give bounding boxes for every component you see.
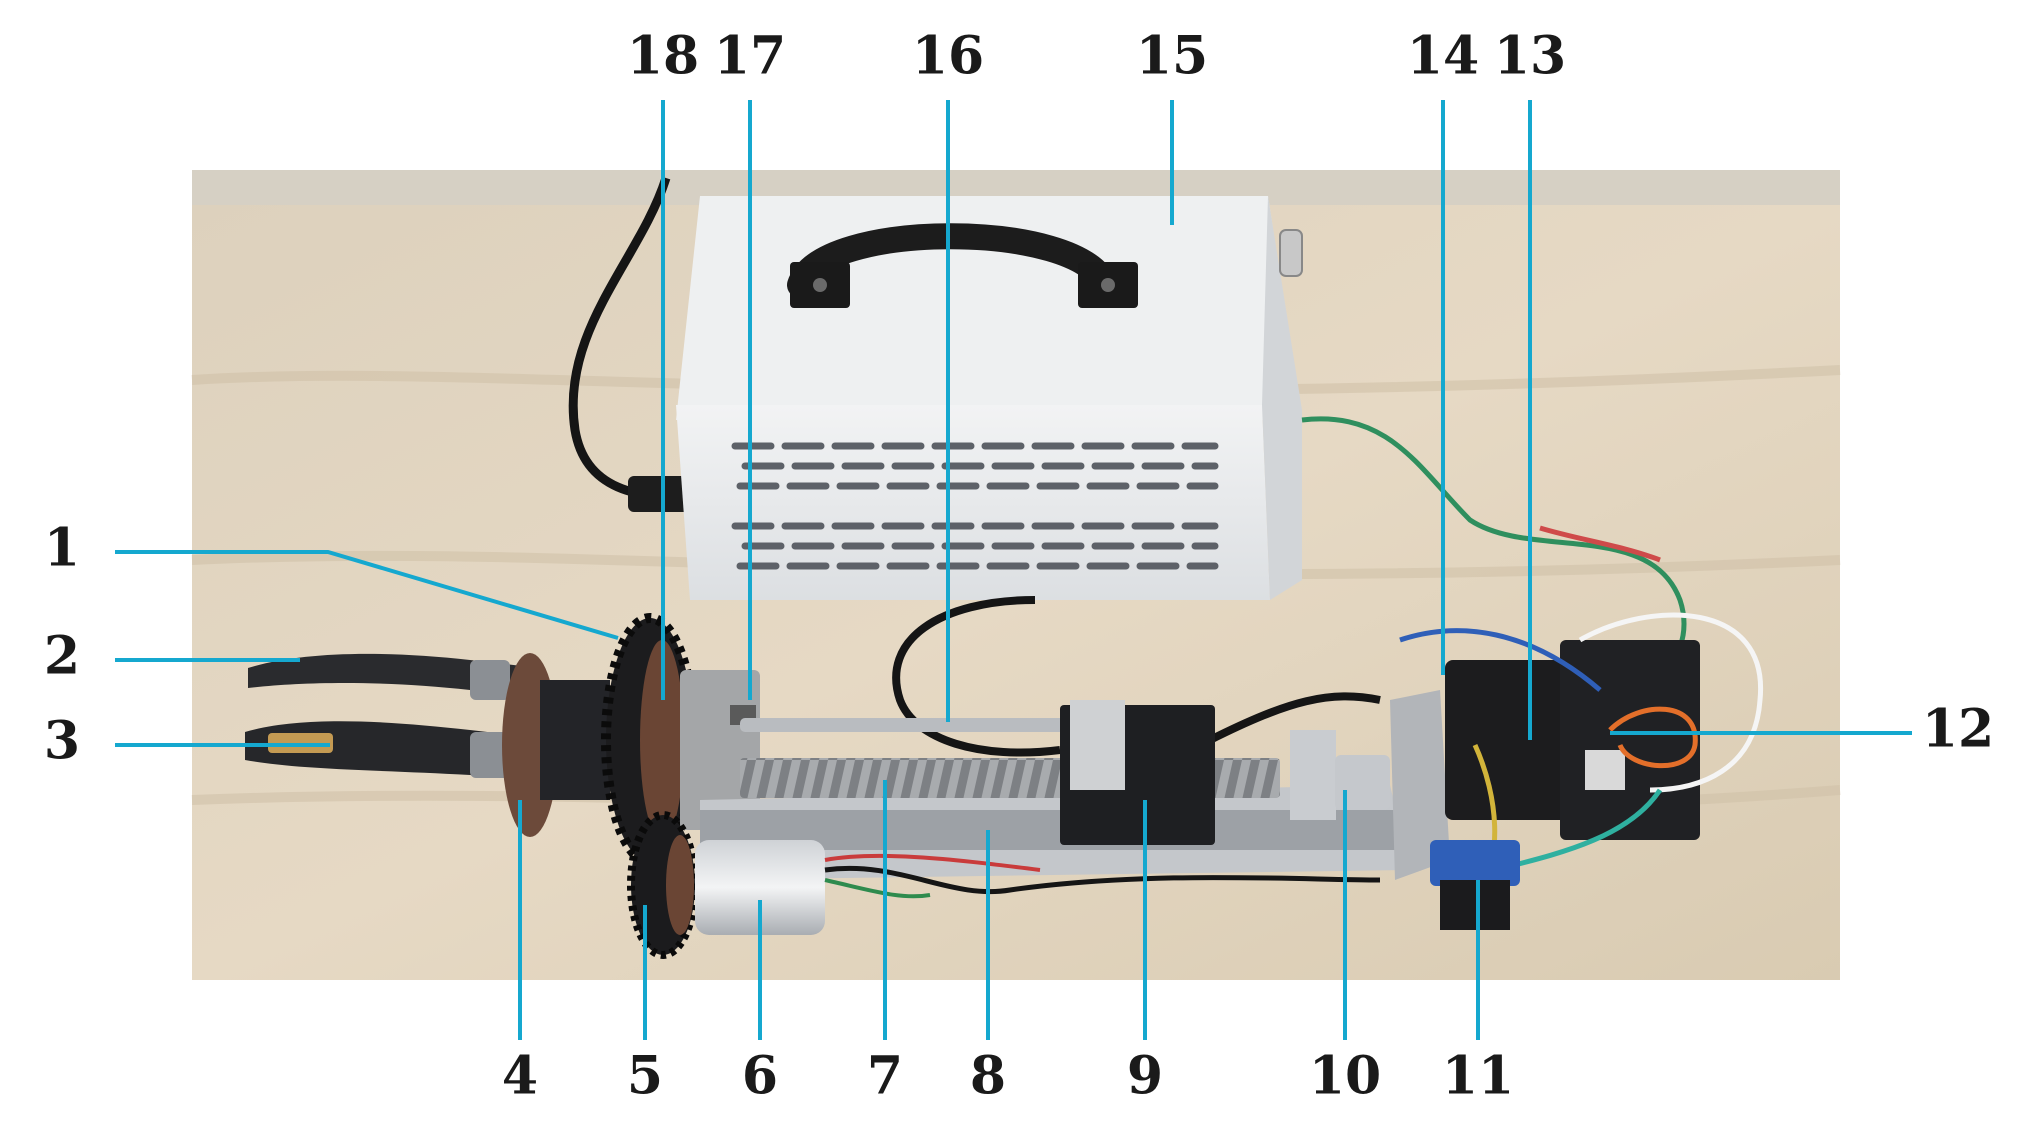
part-label-13: 13 <box>1494 26 1566 87</box>
part-label-4: 4 <box>502 1046 538 1107</box>
part-label-12: 12 <box>1922 699 1994 760</box>
finger-cuff-lower <box>470 732 510 778</box>
vent-slots <box>731 442 1219 570</box>
part-label-9: 9 <box>1127 1046 1163 1107</box>
dc-motor-wires <box>824 865 1381 895</box>
leader-lines <box>115 100 1912 1040</box>
photo <box>191 170 1841 980</box>
slider-clamp <box>1070 700 1125 790</box>
part-label-18: 18 <box>627 26 699 87</box>
part-label-5: 5 <box>627 1046 663 1107</box>
stepper-motor <box>1445 660 1585 820</box>
part-label-14: 14 <box>1407 26 1479 87</box>
motor-driver-board <box>1560 640 1700 840</box>
driver-wire-blue <box>1399 628 1602 692</box>
part-label-7: 7 <box>867 1046 903 1107</box>
part-label-6: 6 <box>742 1046 778 1107</box>
screw-support-block <box>1290 730 1336 820</box>
part-label-3: 3 <box>44 711 80 772</box>
power-supply-side <box>1262 196 1302 600</box>
part-label-17: 17 <box>714 26 786 87</box>
dc-motor <box>695 840 825 935</box>
power-supply-box <box>676 196 1303 600</box>
limit-switch <box>1430 840 1520 886</box>
finger-cuff-upper <box>470 660 510 700</box>
shaft-coupling <box>1335 755 1390 810</box>
part-label-1: 1 <box>44 518 80 579</box>
limit-switch-bracket <box>1440 880 1510 930</box>
motor-mount-plate <box>1390 690 1450 880</box>
supply-wire-red <box>1539 525 1661 563</box>
driver-wire-orange <box>1608 706 1698 769</box>
part-label-8: 8 <box>970 1046 1006 1107</box>
power-supply-front <box>676 405 1270 600</box>
part-label-16: 16 <box>912 26 984 87</box>
part-label-2: 2 <box>44 626 80 687</box>
rail-signal-cable <box>892 596 1061 757</box>
motor-cable <box>1208 692 1381 744</box>
part-label-11: 11 <box>1442 1046 1514 1107</box>
driver-wire-white <box>1578 612 1763 793</box>
part-label-15: 15 <box>1136 26 1208 87</box>
large-gear-hub <box>640 640 684 840</box>
driver-terminal <box>1585 750 1625 790</box>
power-knob <box>1279 229 1303 277</box>
leader-line-1 <box>115 550 619 640</box>
flange-standoffs <box>540 680 610 800</box>
guide-rod <box>740 718 1090 732</box>
finger-upper <box>248 653 540 700</box>
part-label-10: 10 <box>1309 1046 1381 1107</box>
